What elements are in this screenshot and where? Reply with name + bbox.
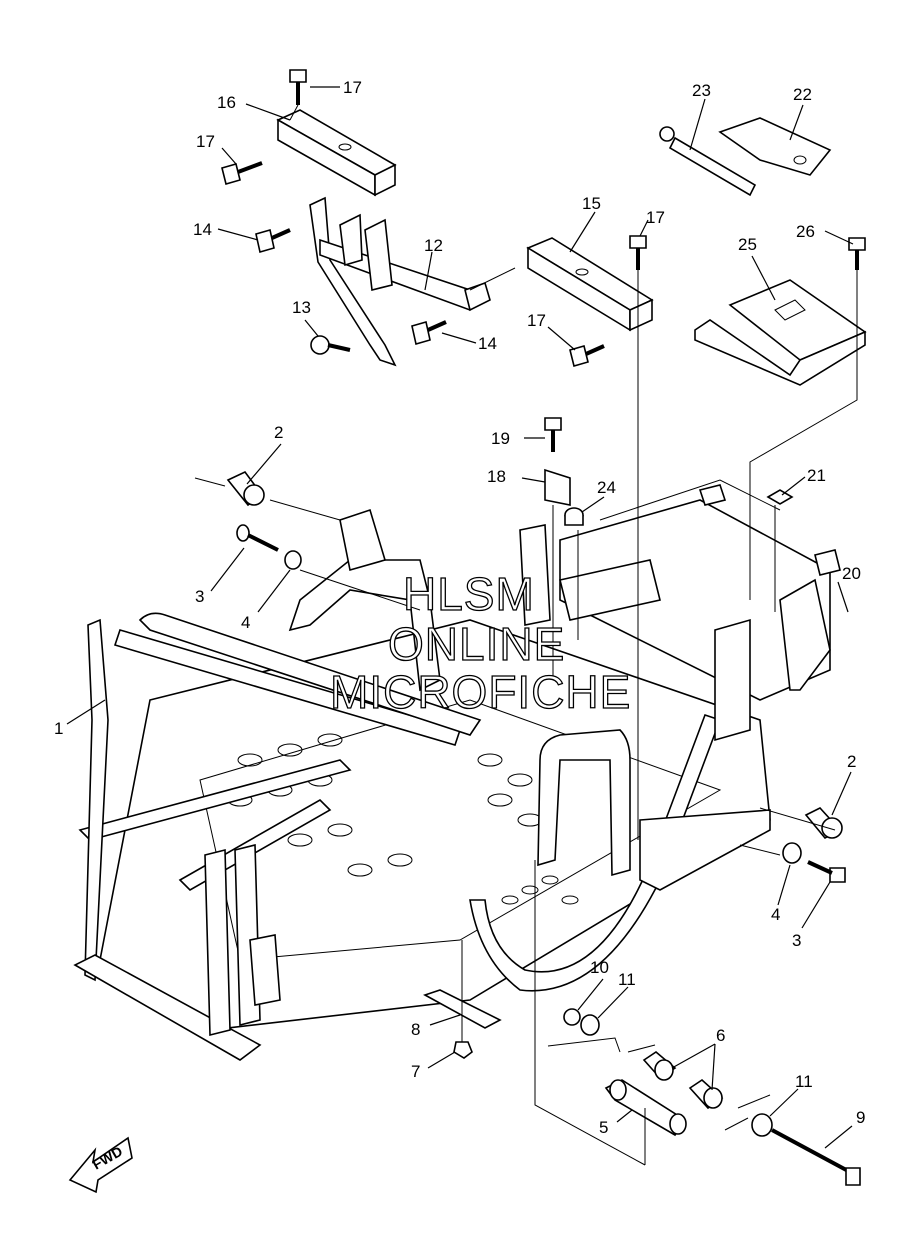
- bolt-17-lower: [569, 344, 605, 367]
- callout-11: 11: [795, 1072, 813, 1091]
- bracket-18: [544, 468, 571, 506]
- tube-23: [659, 126, 757, 197]
- callout-1: 1: [54, 719, 63, 738]
- callout-26: 26: [796, 222, 815, 241]
- callout-15: 15: [582, 194, 601, 213]
- callout-4: 4: [241, 613, 250, 632]
- bolt-3-right: [807, 860, 846, 883]
- callout-12: 12: [424, 236, 443, 255]
- callout-23: 23: [692, 81, 711, 100]
- callout-labels: 1 2 2 3 3 4 4 5 6 7 8 9 10 11 11 12 13 1…: [54, 78, 865, 1137]
- bolt-14-left: [255, 228, 291, 254]
- frame-assembly: [73, 479, 841, 1061]
- callout-14: 14: [193, 220, 212, 239]
- callout-9: 9: [856, 1108, 865, 1127]
- bracket-16: [276, 109, 397, 197]
- washer-10: [563, 1008, 581, 1026]
- callout-3: 3: [195, 587, 204, 606]
- callout-17: 17: [527, 311, 546, 330]
- callout-17: 17: [646, 208, 665, 227]
- tag-21: [766, 489, 794, 505]
- callout-3: 3: [792, 931, 801, 950]
- nut-7: [453, 1041, 473, 1059]
- bolt-17-top: [289, 69, 307, 105]
- callout-10: 10: [590, 958, 609, 977]
- callout-8: 8: [411, 1020, 420, 1039]
- leader-lines: [66, 86, 858, 1166]
- bolt-13: [310, 335, 351, 355]
- collar-11-top: [580, 1014, 600, 1036]
- bolt-14-right: [411, 320, 447, 346]
- washer-4-right: [782, 842, 802, 864]
- bracket-15: [526, 237, 654, 332]
- callout-22: 22: [793, 85, 812, 104]
- bolt-17-mid: [629, 235, 647, 270]
- washer-4-left: [284, 550, 302, 570]
- callout-21: 21: [807, 466, 826, 485]
- cap-24: [564, 507, 584, 526]
- callout-19: 19: [491, 429, 510, 448]
- callout-5: 5: [599, 1118, 608, 1137]
- callout-20: 20: [842, 564, 861, 583]
- callout-7: 7: [411, 1062, 420, 1081]
- collar-11-bottom: [751, 1113, 773, 1137]
- callout-11: 11: [618, 970, 636, 989]
- bolt-17-left: [221, 161, 263, 185]
- bushing-6-b: [688, 1078, 724, 1110]
- watermark-line-1: HLSM: [403, 568, 535, 620]
- fwd-arrow-icon: FWD: [68, 1136, 133, 1194]
- callout-25: 25: [738, 235, 757, 254]
- cover-plate-25: [694, 279, 867, 386]
- bracket-5: [604, 1079, 687, 1137]
- callout-14: 14: [478, 334, 497, 353]
- bracket-12: [309, 196, 491, 367]
- bolt-26: [848, 237, 866, 270]
- watermark-line-3: MICROFICHE: [330, 666, 631, 718]
- bolt-9: [771, 1128, 861, 1186]
- callout-24: 24: [597, 478, 616, 497]
- callout-2: 2: [274, 423, 283, 442]
- callout-2: 2: [847, 752, 856, 771]
- callout-4: 4: [771, 905, 780, 924]
- watermark: HLSM ONLINE MICROFICHE: [329, 567, 631, 718]
- rubber-mount-2-right: [804, 807, 843, 840]
- grease-packet-22: [718, 117, 832, 176]
- callout-17: 17: [196, 132, 215, 151]
- callout-16: 16: [217, 93, 236, 112]
- rubber-mount-2-left: [226, 470, 265, 507]
- bolt-19: [544, 417, 562, 452]
- watermark-line-2: ONLINE: [388, 618, 565, 670]
- callout-18: 18: [487, 467, 506, 486]
- bolt-3-left: [236, 524, 279, 552]
- callout-17: 17: [343, 78, 362, 97]
- callout-6: 6: [716, 1026, 725, 1045]
- bushing-6-a: [642, 1051, 677, 1081]
- callout-13: 13: [292, 298, 311, 317]
